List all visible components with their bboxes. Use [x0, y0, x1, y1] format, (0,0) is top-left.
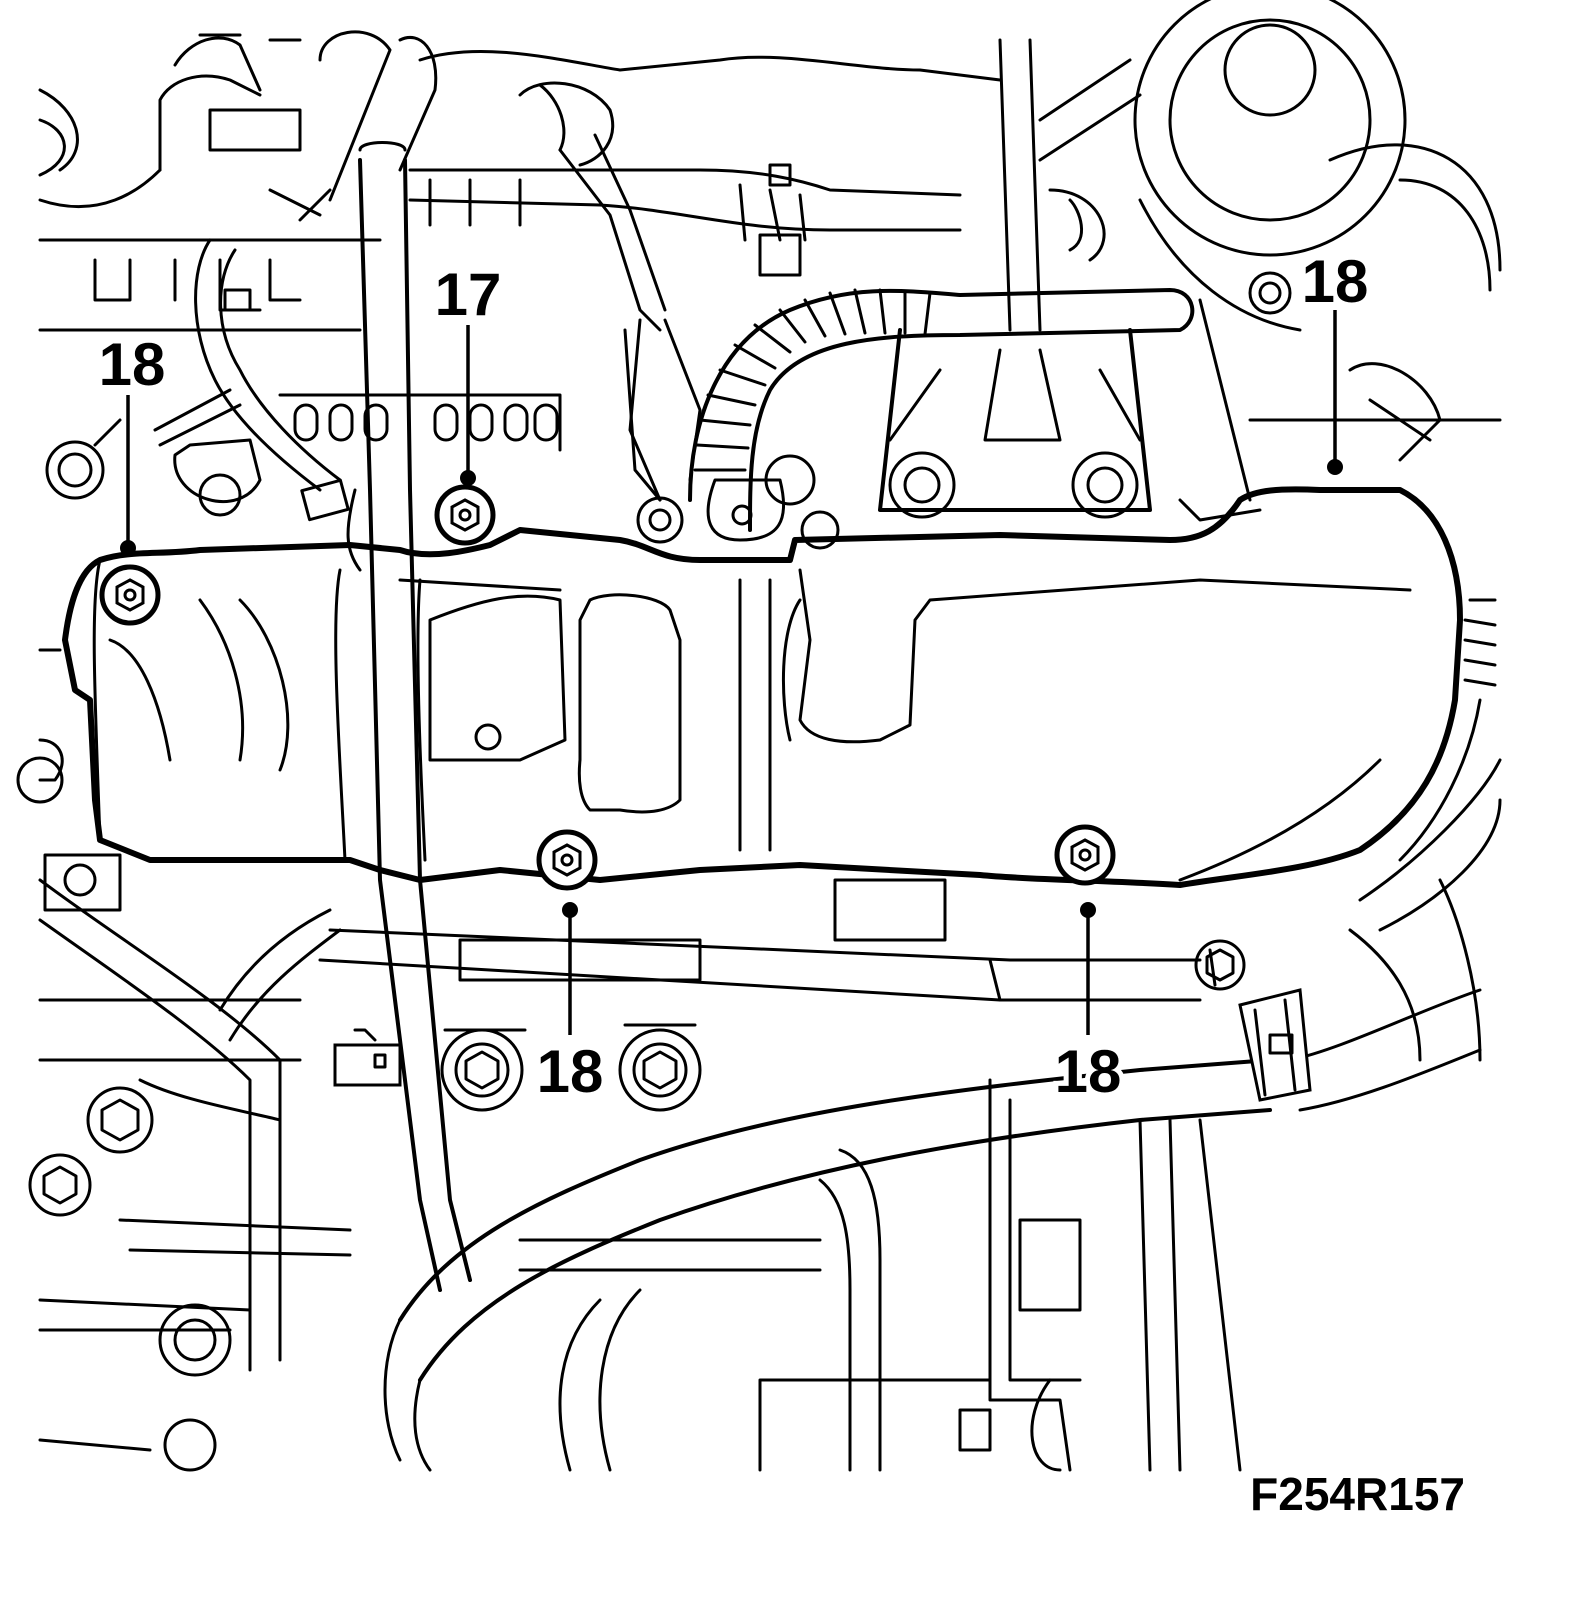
bolt-18-left: [99, 564, 161, 626]
cover-bolts: [99, 484, 1116, 891]
bolt-18-bottom-mid: [536, 829, 598, 891]
callout-18-top-right-label: 18: [1302, 248, 1369, 315]
cover-outline: [62, 486, 1482, 888]
callout-18-bottom-mid-label: 18: [537, 1038, 604, 1105]
callout-17-label: 17: [435, 261, 502, 328]
figure-id: F254R157: [1250, 1468, 1465, 1520]
callout-leaders: [120, 310, 1343, 1035]
bolt-17: [434, 484, 496, 546]
bolt-18-bottom-right: [1054, 824, 1116, 886]
callout-18-left-label: 18: [99, 331, 166, 398]
callout-labels: 17 18 18 18 18: [94, 243, 1374, 1110]
callout-18-bottom-right-label: 18: [1055, 1038, 1122, 1105]
background-engine-parts: [16, 0, 1502, 1472]
